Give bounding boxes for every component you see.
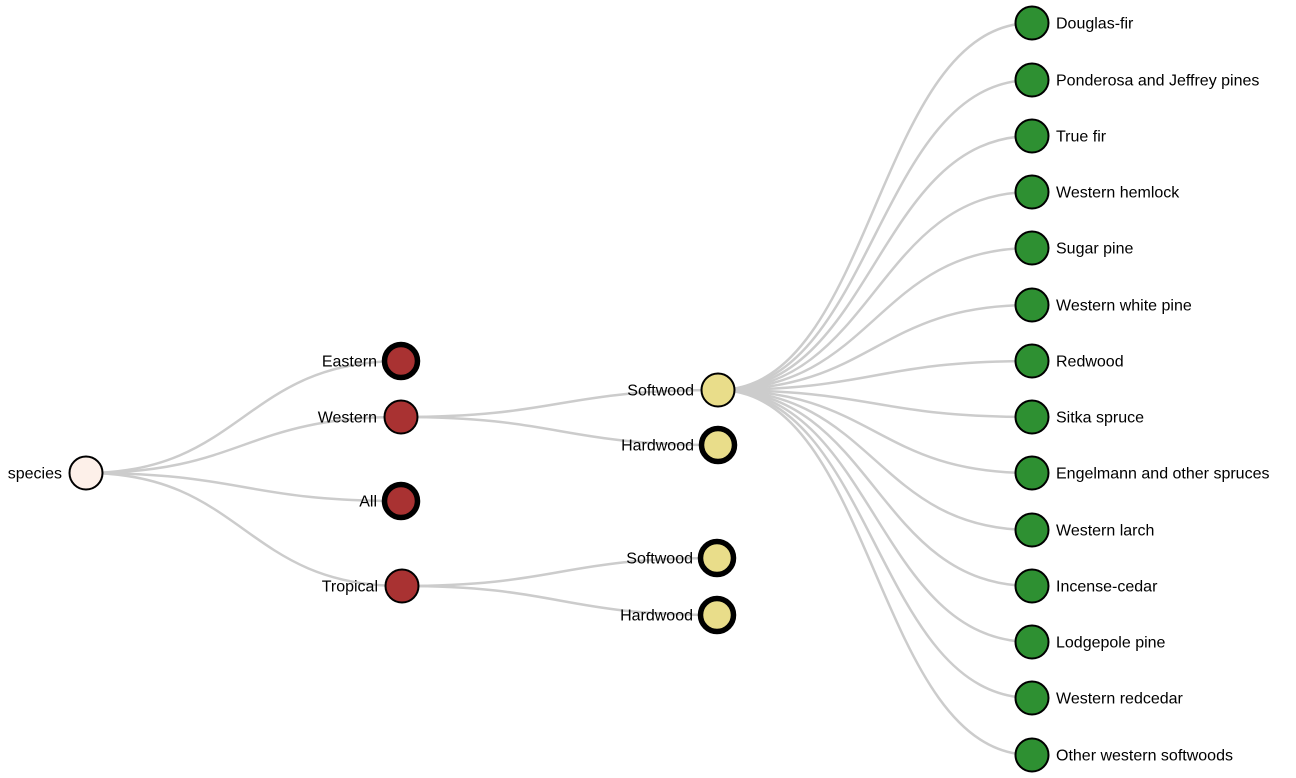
node-label-western-hemlock: Western hemlock	[1056, 185, 1180, 202]
node-label-other-western-softwoods: Other western softwoods	[1056, 748, 1233, 765]
link-western-softwood-to-sitka-spruce	[717, 388, 1033, 419]
node-circle-western-hardwood[interactable]	[698, 425, 738, 465]
tree-node-eastern: Eastern	[322, 341, 421, 381]
node-circle-eastern[interactable]	[381, 341, 421, 381]
link-western-softwood-to-incense-cedar	[717, 388, 1033, 588]
node-label-lodgepole-pine: Lodgepole pine	[1056, 635, 1166, 652]
node-circle-other-western-softwoods[interactable]	[1014, 737, 1050, 773]
link-western-softwood-to-western-white-pine	[717, 303, 1033, 392]
link-tropical-to-tropical-hardwood	[401, 584, 718, 617]
link-species-to-tropical	[85, 471, 403, 588]
node-circle-tropical[interactable]	[384, 568, 420, 604]
node-label-tropical-softwood: Softwood	[626, 551, 693, 568]
tree-node-incense-cedar: Incense-cedar	[1014, 568, 1158, 604]
tree-node-western-hardwood: Hardwood	[621, 425, 738, 465]
node-label-western-redcedar: Western redcedar	[1056, 691, 1184, 708]
link-western-softwood-to-sugar-pine	[717, 246, 1033, 392]
node-circle-ponderosa-and-jeffrey-pines[interactable]	[1014, 62, 1050, 98]
node-label-western-larch: Western larch	[1056, 523, 1154, 540]
tree-node-tropical: Tropical	[322, 568, 420, 604]
link-western-softwood-to-ponderosa-and-jeffrey-pines	[717, 78, 1033, 392]
node-label-incense-cedar: Incense-cedar	[1056, 579, 1158, 596]
tree-node-lodgepole-pine: Lodgepole pine	[1014, 624, 1166, 660]
node-circle-species[interactable]	[68, 455, 104, 491]
node-label-western-softwood: Softwood	[627, 383, 694, 400]
tree-node-tropical-softwood: Softwood	[626, 538, 737, 578]
link-western-softwood-to-true-fir	[717, 134, 1033, 392]
node-label-redwood: Redwood	[1056, 354, 1124, 371]
node-label-sitka-spruce: Sitka spruce	[1056, 410, 1144, 427]
link-western-softwood-to-redwood	[717, 359, 1033, 392]
node-circle-lodgepole-pine[interactable]	[1014, 624, 1050, 660]
node-label-western-white-pine: Western white pine	[1056, 298, 1192, 315]
link-tropical-to-tropical-softwood	[401, 556, 718, 588]
tree-node-western-softwood: Softwood	[627, 372, 736, 408]
node-circle-western-redcedar[interactable]	[1014, 680, 1050, 716]
node-circle-western-larch[interactable]	[1014, 512, 1050, 548]
tree-links	[85, 21, 1033, 757]
node-label-sugar-pine: Sugar pine	[1056, 241, 1133, 258]
node-label-western: Western	[318, 410, 377, 427]
link-western-softwood-to-other-western-softwoods	[717, 388, 1033, 757]
tree-node-redwood: Redwood	[1014, 343, 1124, 379]
tree-node-western-white-pine: Western white pine	[1014, 287, 1192, 323]
tree-node-species: species	[8, 455, 104, 491]
node-label-tropical: Tropical	[322, 579, 378, 596]
tree-node-ponderosa-and-jeffrey-pines: Ponderosa and Jeffrey pines	[1014, 62, 1259, 98]
tree-node-true-fir: True fir	[1014, 118, 1107, 154]
link-western-softwood-to-douglas-fir	[717, 21, 1033, 392]
tree-node-sitka-spruce: Sitka spruce	[1014, 399, 1144, 435]
node-circle-sugar-pine[interactable]	[1014, 230, 1050, 266]
node-circle-redwood[interactable]	[1014, 343, 1050, 379]
node-label-western-hardwood: Hardwood	[621, 438, 694, 455]
node-label-species: species	[8, 466, 62, 483]
node-label-douglas-fir: Douglas-fir	[1056, 16, 1134, 33]
link-western-softwood-to-lodgepole-pine	[717, 388, 1033, 644]
link-species-to-eastern	[85, 359, 402, 475]
tree-node-all: All	[359, 481, 421, 521]
node-circle-engelmann-and-other-spruces[interactable]	[1014, 455, 1050, 491]
link-western-softwood-to-western-larch	[717, 388, 1033, 532]
tree-node-douglas-fir: Douglas-fir	[1014, 5, 1134, 41]
node-circle-western-hemlock[interactable]	[1014, 174, 1050, 210]
node-circle-tropical-hardwood[interactable]	[697, 595, 737, 635]
node-circle-douglas-fir[interactable]	[1014, 5, 1050, 41]
tree-node-western-redcedar: Western redcedar	[1014, 680, 1184, 716]
tree-node-western: Western	[318, 399, 419, 435]
tree-node-sugar-pine: Sugar pine	[1014, 230, 1133, 266]
link-western-to-western-hardwood	[400, 415, 719, 447]
link-western-to-western-softwood	[400, 388, 719, 419]
node-label-engelmann-and-other-spruces: Engelmann and other spruces	[1056, 466, 1269, 483]
node-label-all: All	[359, 494, 377, 511]
node-label-true-fir: True fir	[1056, 129, 1107, 146]
tree-node-other-western-softwoods: Other western softwoods	[1014, 737, 1233, 773]
tree-node-engelmann-and-other-spruces: Engelmann and other spruces	[1014, 455, 1269, 491]
node-circle-western[interactable]	[383, 399, 419, 435]
node-label-ponderosa-and-jeffrey-pines: Ponderosa and Jeffrey pines	[1056, 73, 1259, 90]
tree-node-western-hemlock: Western hemlock	[1014, 174, 1180, 210]
node-label-tropical-hardwood: Hardwood	[620, 608, 693, 625]
link-species-to-western	[85, 415, 402, 475]
link-western-softwood-to-engelmann-and-other-spruces	[717, 388, 1033, 475]
node-circle-tropical-softwood[interactable]	[697, 538, 737, 578]
node-circle-western-softwood[interactable]	[700, 372, 736, 408]
node-circle-incense-cedar[interactable]	[1014, 568, 1050, 604]
node-circle-sitka-spruce[interactable]	[1014, 399, 1050, 435]
node-label-eastern: Eastern	[322, 354, 377, 371]
tree-node-western-larch: Western larch	[1014, 512, 1154, 548]
node-circle-true-fir[interactable]	[1014, 118, 1050, 154]
link-western-softwood-to-western-redcedar	[717, 388, 1033, 700]
node-circle-western-white-pine[interactable]	[1014, 287, 1050, 323]
link-species-to-all	[85, 471, 402, 503]
node-circle-all[interactable]	[381, 481, 421, 521]
tree-node-tropical-hardwood: Hardwood	[620, 595, 737, 635]
link-western-softwood-to-western-hemlock	[717, 190, 1033, 392]
